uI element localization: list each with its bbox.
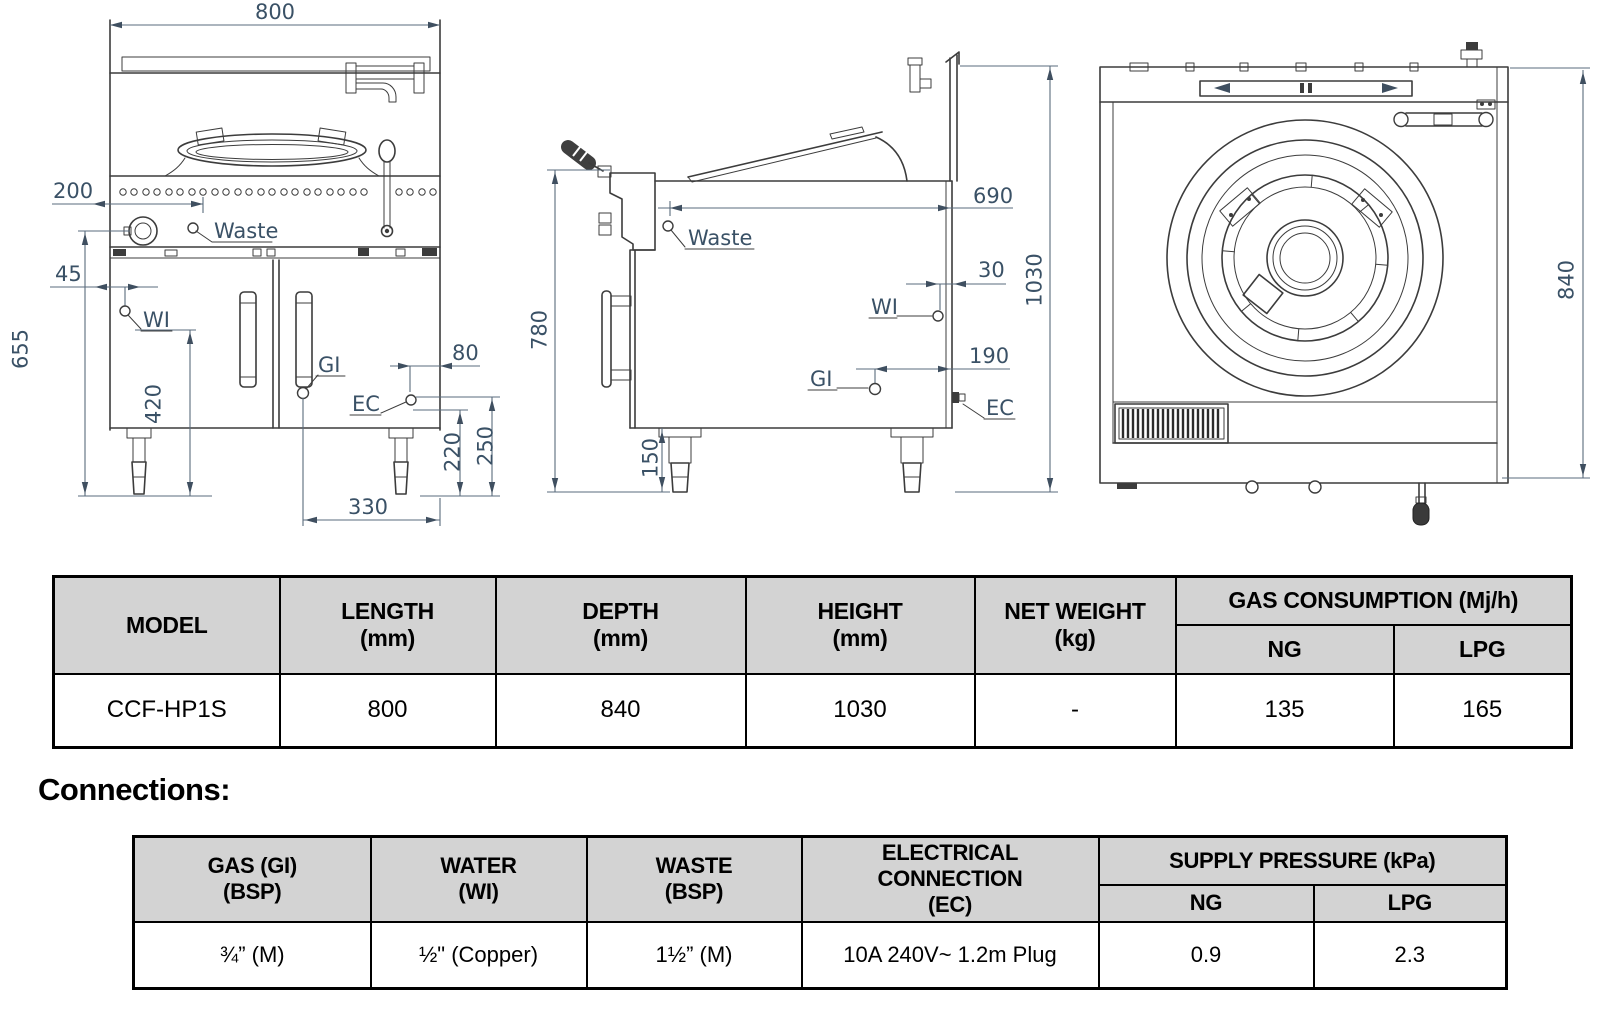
label-side-ec: EC (986, 396, 1014, 420)
label-side-waste: Waste (688, 226, 752, 250)
conn-header-waste: WASTE (BSP) (585, 835, 803, 923)
dim-front-wi-offset: 45 (55, 262, 82, 286)
dim-top-depth: 840 (1554, 260, 1578, 300)
spec-cell-lpg: 165 (1392, 672, 1573, 749)
vent-holes (119, 188, 437, 196)
spec-table: MODEL LENGTH (mm) DEPTH (mm) HEIGHT (mm)… (52, 575, 1573, 749)
dim-side-bench-height: 780 (527, 310, 551, 350)
dim-side-wi-depth: 30 (978, 258, 1005, 282)
conn-cell-gas: ¾” (M) (132, 920, 372, 990)
spec-cell-net-weight: - (973, 672, 1177, 749)
conn-header-water: WATER (WI) (369, 835, 588, 923)
dim-front-gi-height: 250 (473, 426, 497, 466)
label-front-ec: EC (352, 392, 380, 416)
spec-cell-ng: 135 (1174, 672, 1395, 749)
dim-front-height: 655 (8, 329, 32, 369)
conn-header-gas: GAS (GI) (BSP) (132, 835, 372, 923)
conn-cell-lpg: 2.3 (1312, 920, 1508, 990)
conn-header-lpg: LPG (1312, 883, 1508, 923)
dim-front-gi-offset: 330 (348, 495, 388, 519)
spec-header-lpg: LPG (1392, 623, 1573, 675)
dim-side-gi-depth: 190 (969, 344, 1009, 368)
spec-cell-model: CCF-HP1S (52, 672, 281, 749)
conn-cell-ng: 0.9 (1097, 920, 1315, 990)
top-view-drawing: 840 (1099, 42, 1590, 526)
dim-side-overall-height: 1030 (1022, 253, 1046, 306)
spec-cell-height: 1030 (744, 672, 976, 749)
spec-cell-length: 800 (278, 672, 497, 749)
spec-header-net-weight: NET WEIGHT (kg) (973, 575, 1177, 675)
connections-table-row: ¾” (M) ½" (Copper) 1½” (M) 10A 240V~ 1.2… (132, 920, 1508, 990)
dim-side-leg-height: 150 (638, 438, 662, 478)
conn-cell-waste: 1½” (M) (585, 920, 803, 990)
technical-drawings: 800 200 45 655 420 80 WI Waste GI EC 220 (8, 0, 1590, 526)
spec-header-model: MODEL (52, 575, 281, 675)
spec-table-row: CCF-HP1S 800 840 1030 - 135 165 (52, 672, 1573, 749)
label-side-gi: GI (810, 367, 832, 391)
dim-front-ec-height: 220 (440, 432, 464, 472)
conn-header-supply-pressure: SUPPLY PRESSURE (kPa) (1097, 835, 1508, 886)
spec-header-ng: NG (1174, 623, 1395, 675)
front-view-drawing: 800 200 45 655 420 80 WI Waste GI EC 220 (8, 0, 500, 526)
connections-heading: Connections: (38, 772, 231, 807)
dim-front-width: 800 (255, 0, 295, 24)
spec-header-depth: DEPTH (mm) (494, 575, 747, 675)
conn-header-ng: NG (1097, 883, 1315, 923)
conn-cell-water: ½" (Copper) (369, 920, 588, 990)
label-front-gi: GI (318, 353, 340, 377)
dim-front-wi-height: 420 (141, 384, 165, 424)
spec-header-gas-consumption: GAS CONSUMPTION (Mj/h) (1174, 575, 1573, 626)
conn-cell-electrical: 10A 240V~ 1.2m Plug (800, 920, 1100, 990)
conn-header-electrical: ELECTRICAL CONNECTION (EC) (800, 835, 1100, 923)
side-view-drawing: 780 150 690 Waste 30 WI 190 GI EC 1030 (527, 51, 1058, 493)
label-front-wi: WI (143, 308, 170, 332)
spec-header-length: LENGTH (mm) (278, 575, 497, 675)
label-front-waste: Waste (214, 219, 278, 243)
spec-cell-depth: 840 (494, 672, 747, 749)
connections-table: GAS (GI) (BSP) WATER (WI) WASTE (BSP) EL… (132, 835, 1509, 990)
label-side-wi: WI (871, 295, 898, 319)
dim-front-waste-offset: 200 (53, 179, 93, 203)
dim-front-ec-offset: 80 (452, 341, 479, 365)
spec-header-height: HEIGHT (mm) (744, 575, 976, 675)
dim-side-waste-depth: 690 (973, 184, 1013, 208)
